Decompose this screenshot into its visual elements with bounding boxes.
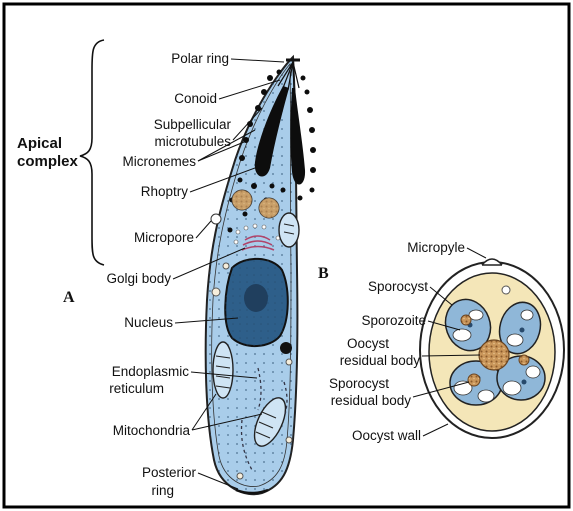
panel-b-label: B xyxy=(318,265,329,282)
label-subpellicular-1: Subpellicular xyxy=(154,117,232,132)
label-oocyst-wall: Oocyst wall xyxy=(352,428,421,443)
label-micronemes: Micronemes xyxy=(122,154,196,169)
label-micropyle: Micropyle xyxy=(407,240,465,255)
label-endoplasmic-1: Endoplasmic xyxy=(112,364,190,379)
label-rhoptry: Rhoptry xyxy=(141,184,189,199)
panel-a-label: A xyxy=(63,289,75,306)
label-sporocyst-residual-1: Sporocyst xyxy=(329,376,389,391)
label-golgi-body: Golgi body xyxy=(106,271,171,286)
label-subpellicular-2: microtubules xyxy=(154,134,231,149)
micropore xyxy=(211,214,221,224)
label-sporocyst: Sporocyst xyxy=(368,279,428,294)
label-oocyst-residual-1: Oocyst xyxy=(347,336,389,351)
label-nucleus: Nucleus xyxy=(124,315,173,330)
label-polar-ring: Polar ring xyxy=(171,51,229,66)
apical-complex-label-1: Apical xyxy=(17,135,62,152)
label-sporozoite: Sporozoite xyxy=(361,313,426,328)
label-posterior-1: Posterior xyxy=(142,465,197,480)
oocyst-residual-body xyxy=(479,340,509,370)
label-endoplasmic-2: reticulum xyxy=(109,381,164,396)
label-sporocyst-residual-2: residual body xyxy=(331,393,412,408)
label-mitochondria: Mitochondria xyxy=(113,423,191,438)
oocyst xyxy=(420,259,564,438)
label-micropore: Micropore xyxy=(134,230,194,245)
nucleus xyxy=(225,259,288,346)
label-conoid: Conoid xyxy=(174,91,217,106)
label-oocyst-residual-2: residual body xyxy=(340,353,421,368)
apical-complex-label-2: complex xyxy=(17,153,79,170)
label-posterior-2: ring xyxy=(151,483,174,498)
